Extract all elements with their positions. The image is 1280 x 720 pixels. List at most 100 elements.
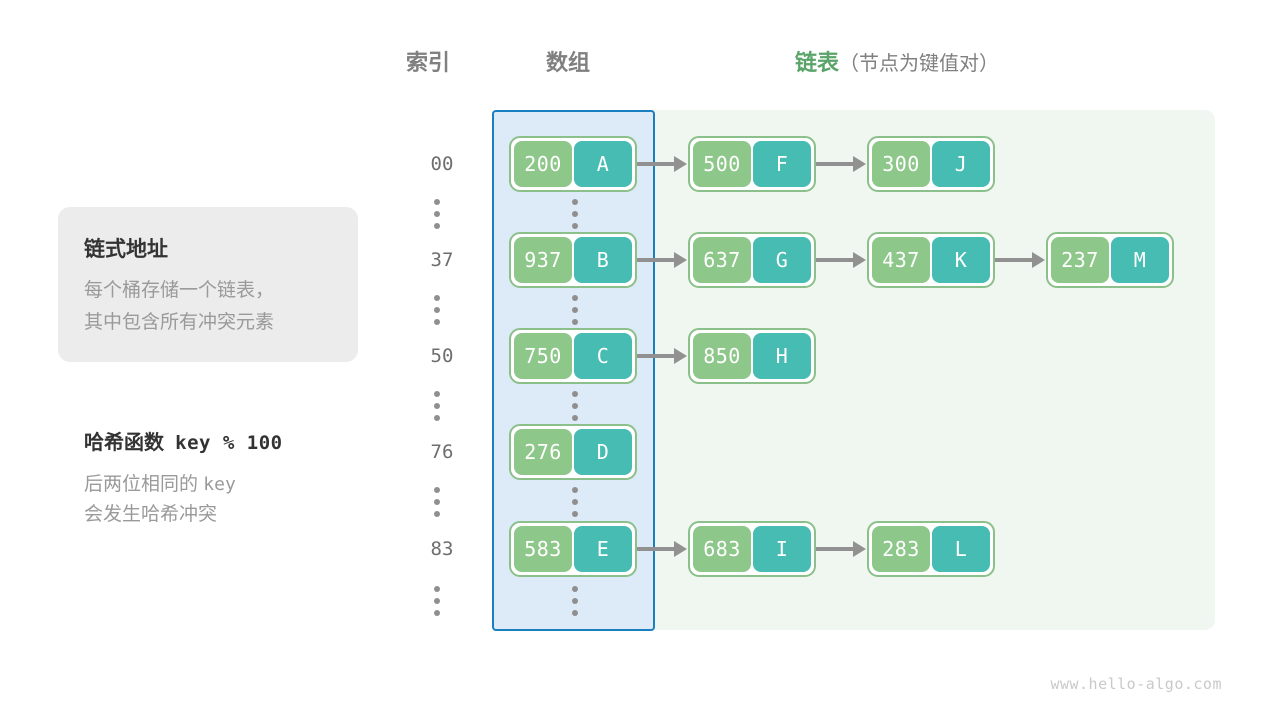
node-key: 437 bbox=[872, 237, 930, 283]
ellipsis-dot bbox=[572, 415, 578, 421]
ellipsis-dot bbox=[572, 610, 578, 616]
ellipsis-dot bbox=[572, 511, 578, 517]
arrow-shaft bbox=[637, 354, 675, 358]
arrow-shaft bbox=[995, 258, 1033, 262]
arrow-head-icon bbox=[853, 252, 866, 268]
node-key: 583 bbox=[514, 526, 572, 572]
node-key: 500 bbox=[693, 141, 751, 187]
chaining-info-card: 链式地址 每个桶存储一个链表， 其中包含所有冲突元素 bbox=[58, 207, 358, 362]
info-card-body: 每个桶存储一个链表， 其中包含所有冲突元素 bbox=[84, 275, 274, 339]
ellipsis-dot bbox=[434, 415, 440, 421]
arrow-head-icon bbox=[674, 541, 687, 557]
ellipsis-dot bbox=[572, 307, 578, 313]
node-value: H bbox=[753, 333, 811, 379]
hash-function-label: 哈希函数 bbox=[84, 432, 164, 454]
node-value: L bbox=[932, 526, 990, 572]
next-pointer-arrow bbox=[637, 521, 688, 577]
arrow-shaft bbox=[637, 258, 675, 262]
bucket-index-label: 50 bbox=[430, 345, 454, 367]
ellipsis-dot bbox=[572, 586, 578, 592]
ellipsis-dot bbox=[572, 199, 578, 205]
ellipsis-dot bbox=[434, 610, 440, 616]
hash-note-line-1-text: 后两位相同的 bbox=[84, 474, 199, 495]
arrow-shaft bbox=[637, 162, 675, 166]
ellipsis-dot bbox=[434, 307, 440, 313]
node-key: 937 bbox=[514, 237, 572, 283]
node-value: F bbox=[753, 141, 811, 187]
hash-note-line-2: 会发生哈希冲突 bbox=[84, 504, 218, 525]
next-pointer-arrow bbox=[637, 328, 688, 384]
node-key: 637 bbox=[693, 237, 751, 283]
ellipsis-dot bbox=[434, 487, 440, 493]
node-value: M bbox=[1111, 237, 1169, 283]
node-key: 237 bbox=[1051, 237, 1109, 283]
arrow-head-icon bbox=[674, 348, 687, 364]
array-ellipsis bbox=[570, 391, 580, 421]
ellipsis-dot bbox=[434, 319, 440, 325]
ellipsis-dot bbox=[572, 319, 578, 325]
node-key: 283 bbox=[872, 526, 930, 572]
next-pointer-arrow bbox=[816, 232, 867, 288]
next-pointer-arrow bbox=[816, 521, 867, 577]
index-ellipsis bbox=[432, 586, 442, 616]
ellipsis-dot bbox=[434, 199, 440, 205]
ellipsis-dot bbox=[572, 223, 578, 229]
bucket-index-label: 00 bbox=[430, 153, 454, 175]
ellipsis-dot bbox=[572, 403, 578, 409]
node-key: 850 bbox=[693, 333, 751, 379]
node-value: C bbox=[574, 333, 632, 379]
node-value: I bbox=[753, 526, 811, 572]
node-value: A bbox=[574, 141, 632, 187]
arrow-head-icon bbox=[1032, 252, 1045, 268]
arrow-shaft bbox=[816, 258, 854, 262]
arrow-head-icon bbox=[674, 252, 687, 268]
index-ellipsis bbox=[432, 295, 442, 325]
node-key: 750 bbox=[514, 333, 572, 379]
hash-function-title: 哈希函数 key % 100 bbox=[84, 428, 384, 458]
index-ellipsis bbox=[432, 199, 442, 229]
bucket-index-label: 76 bbox=[430, 441, 454, 463]
info-card-line-1: 每个桶存储一个链表， bbox=[84, 280, 275, 301]
ellipsis-dot bbox=[434, 391, 440, 397]
header-linked-list-main: 链表 bbox=[795, 50, 840, 75]
node-key: 200 bbox=[514, 141, 572, 187]
header-linked-list-sub: （节点为键值对） bbox=[839, 53, 1000, 75]
info-card-line-2: 其中包含所有冲突元素 bbox=[84, 312, 275, 333]
node-key: 276 bbox=[514, 429, 572, 475]
ellipsis-dot bbox=[434, 211, 440, 217]
ellipsis-dot bbox=[572, 211, 578, 217]
array-ellipsis bbox=[570, 586, 580, 616]
ellipsis-dot bbox=[434, 295, 440, 301]
node-value: E bbox=[574, 526, 632, 572]
arrow-shaft bbox=[637, 547, 675, 551]
ellipsis-dot bbox=[434, 586, 440, 592]
index-ellipsis bbox=[432, 391, 442, 421]
arrow-shaft bbox=[816, 162, 854, 166]
header-index: 索引 bbox=[406, 50, 451, 75]
arrow-shaft bbox=[816, 547, 854, 551]
ellipsis-dot bbox=[572, 295, 578, 301]
node-value: K bbox=[932, 237, 990, 283]
index-ellipsis bbox=[432, 487, 442, 517]
ellipsis-dot bbox=[434, 598, 440, 604]
node-value: D bbox=[574, 429, 632, 475]
ellipsis-dot bbox=[572, 391, 578, 397]
ellipsis-dot bbox=[434, 499, 440, 505]
node-key: 683 bbox=[693, 526, 751, 572]
hash-function-expression: key % 100 bbox=[175, 432, 283, 454]
